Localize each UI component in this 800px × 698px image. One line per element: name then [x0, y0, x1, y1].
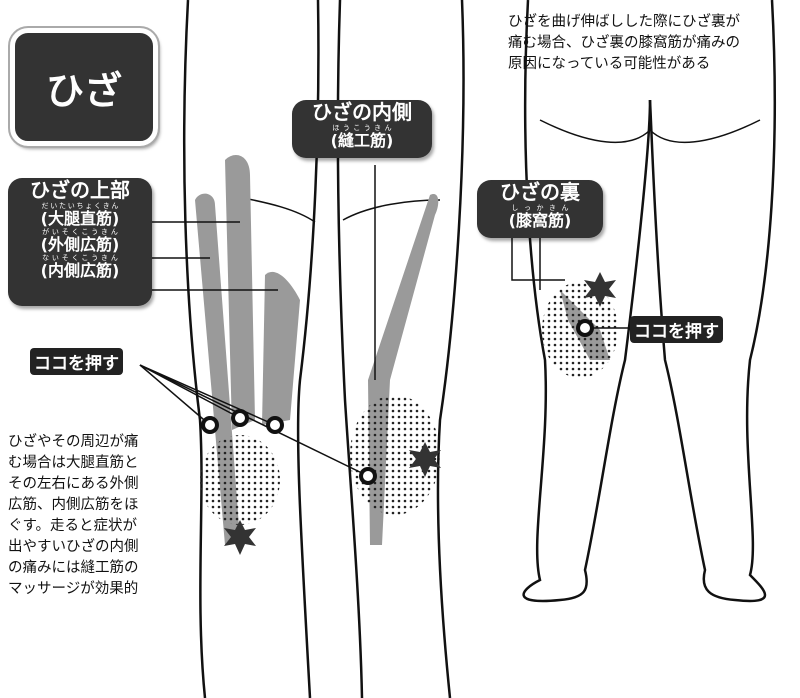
leader-lines: [139, 165, 630, 477]
note-line: ぐす。走ると症状が: [8, 518, 138, 534]
muscle-name: (膝窩筋): [508, 211, 572, 230]
muscle-reading: がいそくこうきん: [40, 228, 120, 236]
label-heading: ひざの裏: [500, 180, 580, 204]
note-line: 広筋、内側広筋をほ: [8, 497, 139, 513]
muscle-reading: しっかきん: [508, 204, 572, 212]
muscle-reading: だいたいちょくきん: [40, 202, 120, 210]
note-line: 原因になっている可能性がある: [508, 56, 711, 72]
vastus-medialis: [262, 271, 300, 425]
note-line: その左右にある外側: [8, 476, 139, 492]
label-inner-knee: ひざの内側 (縫工筋)ほうこうきん: [292, 100, 432, 158]
push-here-label-front: ココを押す: [30, 348, 123, 375]
note-line: ひざを曲げ伸ばしした際にひざ裏が: [508, 14, 740, 30]
label-heading: ひざの内側: [312, 100, 412, 124]
note-line: マッサージが効果的: [8, 581, 139, 597]
rectus-femoris: [225, 155, 255, 430]
label-upper-knee: ひざの上部 (大腿直筋)だいたいちょくきん (外側広筋)がいそくこうきん (内側…: [8, 178, 152, 306]
muscle-name: (大腿直筋): [40, 209, 120, 228]
note-line: 痛む場合、ひざ裏の膝窩筋が痛みの: [508, 35, 740, 51]
muscle-name: (外側広筋): [40, 235, 120, 254]
muscle-name: (内側広筋): [40, 261, 120, 280]
muscle-name: (縫工筋): [330, 131, 394, 150]
push-here-label-back: ココを押す: [630, 316, 723, 343]
note-line: の痛みには縫工筋の: [8, 560, 139, 576]
page-title: ひざ: [8, 26, 160, 148]
note-bottom-left: ひざやその周辺が痛 む場合は大腿直筋と その左右にある外側 広筋、内側広筋をほ …: [8, 432, 139, 600]
note-line: む場合は大腿直筋と: [8, 455, 139, 471]
note-top-right: ひざを曲げ伸ばしした際にひざ裏が 痛む場合、ひざ裏の膝窩筋が痛みの 原因になって…: [508, 12, 740, 75]
muscle-reading: ほうこうきん: [330, 124, 394, 132]
pressure-point-icon: [201, 319, 594, 485]
pain-star-icon: [224, 272, 616, 555]
note-line: 出やすいひざの内側: [8, 539, 139, 555]
label-back-knee: ひざの裏 (膝窩筋)しっかきん: [477, 180, 603, 238]
muscle-reading: ないそくこうきん: [40, 254, 120, 262]
note-line: ひざやその周辺が痛: [8, 434, 139, 450]
label-heading: ひざの上部: [30, 178, 130, 202]
title-text: ひざ: [45, 68, 122, 113]
